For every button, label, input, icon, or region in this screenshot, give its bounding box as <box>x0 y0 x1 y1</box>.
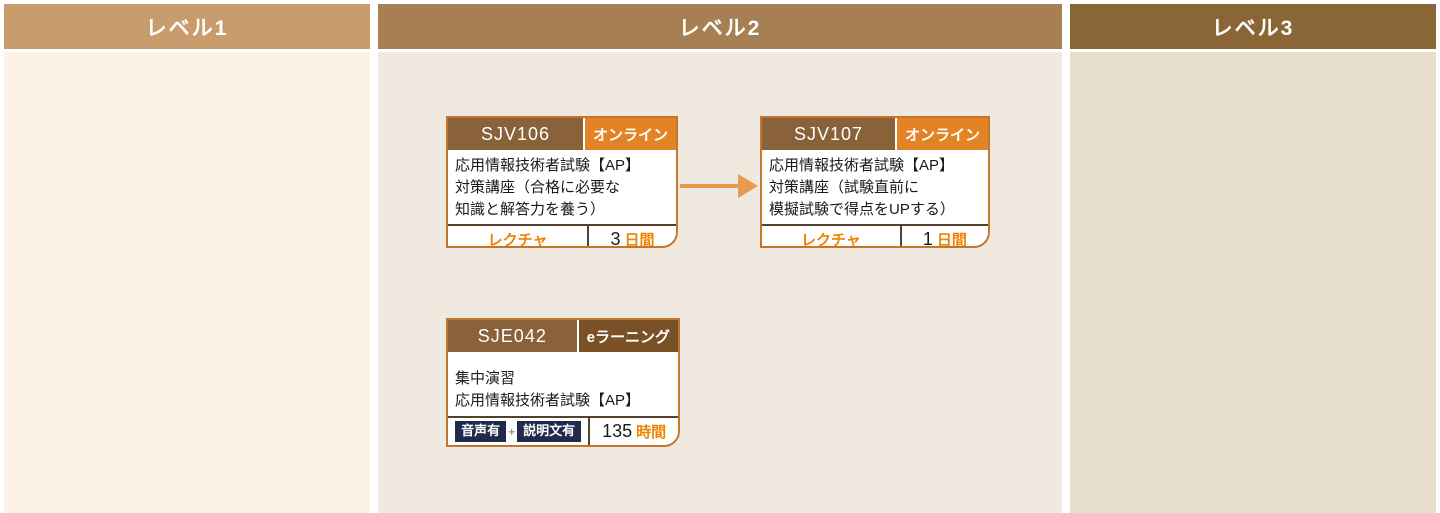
course-format: レクチャ <box>762 226 900 248</box>
footer-divider <box>899 226 902 246</box>
course-card-sjv107[interactable]: SJV107 オンライン 応用情報技術者試験【AP】 対策講座（試験直前に 模擬… <box>760 116 990 248</box>
card-header: SJE042 eラーニング <box>448 320 678 352</box>
description-available-chip: 説明文有 <box>517 421 582 442</box>
audio-available-chip: 音声有 <box>455 421 507 442</box>
duration-unit: 時間 <box>636 424 667 441</box>
course-title: 応用情報技術者試験【AP】 対策講座（合格に必要な 知識と解答力を養う） <box>448 152 676 224</box>
duration-unit: 日間 <box>936 232 967 248</box>
duration-value: 1 <box>922 229 933 248</box>
level2-header: レベル2 <box>378 4 1062 49</box>
format-label: レクチャ <box>487 232 548 248</box>
course-code: SJE042 <box>448 320 577 352</box>
card-footer: レクチャ 3 日間 <box>448 224 676 248</box>
card-header: SJV107 オンライン <box>762 118 988 150</box>
course-duration: 1 日間 <box>902 226 988 248</box>
course-title-line: 対策講座（試験直前に <box>769 179 920 196</box>
course-title-line: 集中演習 <box>455 370 516 387</box>
level2-label: レベル2 <box>678 16 762 40</box>
duration-value: 135 <box>602 421 633 441</box>
course-title: 応用情報技術者試験【AP】 対策講座（試験直前に 模擬試験で得点をUPする） <box>762 152 988 224</box>
footer-divider <box>587 226 590 246</box>
card-footer: レクチャ 1 日間 <box>762 224 988 248</box>
level3-label: レベル3 <box>1211 16 1295 40</box>
media-flags: 音声有 + 説明文有 <box>448 418 588 445</box>
card-footer: 音声有 + 説明文有 135 時間 <box>448 416 678 445</box>
online-badge: オンライン <box>896 118 988 150</box>
chip-joiner: + <box>508 424 516 439</box>
arrow-line <box>680 184 740 188</box>
course-duration: 3 日間 <box>589 226 676 248</box>
course-title-line: 知識と解答力を養う） <box>455 201 606 218</box>
duration-unit: 日間 <box>624 232 655 248</box>
course-duration: 135 時間 <box>590 418 678 445</box>
online-badge: オンライン <box>584 118 676 150</box>
course-code: SJV107 <box>762 118 895 150</box>
level1-panel <box>4 52 370 513</box>
course-title-line: 対策講座（合格に必要な <box>455 179 621 196</box>
course-title-line: 応用情報技術者試験【AP】 <box>455 392 641 409</box>
course-card-sjv106[interactable]: SJV106 オンライン 応用情報技術者試験【AP】 対策講座（合格に必要な 知… <box>446 116 678 248</box>
level3-header: レベル3 <box>1070 4 1436 49</box>
duration-value: 3 <box>610 229 621 248</box>
course-format: レクチャ <box>448 226 587 248</box>
footer-divider <box>588 418 591 445</box>
course-title-line: 模擬試験で得点をUPする） <box>769 201 955 218</box>
course-card-sje042[interactable]: SJE042 eラーニング 集中演習 応用情報技術者試験【AP】 音声有 + 説… <box>446 318 680 447</box>
level1-label: レベル1 <box>145 16 229 40</box>
format-label: レクチャ <box>801 232 861 248</box>
level3-panel <box>1070 52 1436 513</box>
course-code: SJV106 <box>448 118 583 150</box>
card-header: SJV106 オンライン <box>448 118 676 150</box>
elearning-badge: eラーニング <box>578 320 678 352</box>
course-title-line: 応用情報技術者試験【AP】 <box>455 157 641 174</box>
level1-header: レベル1 <box>4 4 370 49</box>
course-title-line: 応用情報技術者試験【AP】 <box>769 157 955 174</box>
arrow-head-icon <box>738 174 758 198</box>
flow-arrow-sjv106-to-sjv107 <box>680 174 758 198</box>
course-title: 集中演習 応用情報技術者試験【AP】 <box>448 354 678 416</box>
